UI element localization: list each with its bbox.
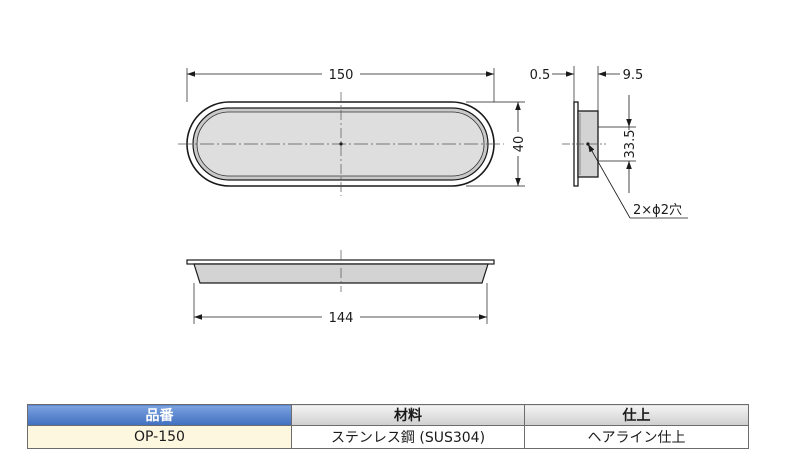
- side-view: 0.5 9.5 33.5 2×ϕ2穴: [530, 66, 688, 219]
- dim-body-width: 144: [329, 311, 354, 326]
- cell-finish: ヘアライン仕上: [524, 425, 749, 449]
- header-material: 材料: [291, 404, 525, 426]
- technical-drawing: 150 40 0.5 9.5 33.5 2×ϕ2穴: [178, 66, 688, 326]
- leader-line: [587, 143, 631, 219]
- spec-table: 品番 材料 仕上 OP-150 ステンレス鋼 (SUS304) ヘアライン仕上: [27, 404, 749, 449]
- header-part-number: 品番: [27, 404, 292, 426]
- dim-depth: 9.5: [623, 68, 644, 83]
- table-row: OP-150 ステンレス鋼 (SUS304) ヘアライン仕上: [27, 425, 749, 449]
- cell-part-number: OP-150: [27, 425, 292, 449]
- hole-note: 2×ϕ2穴: [633, 203, 682, 218]
- header-finish: 仕上: [524, 404, 749, 426]
- dim-flange-thickness: 0.5: [530, 68, 551, 83]
- front-view: 150 40: [178, 68, 527, 196]
- bottom-view: 144: [186, 250, 495, 326]
- dim-hole-pitch: 33.5: [623, 130, 638, 159]
- cell-material: ステンレス鋼 (SUS304): [291, 425, 525, 449]
- center-mark: [339, 142, 343, 146]
- dim-overall-width: 150: [329, 68, 354, 83]
- spec-header-row: 品番 材料 仕上: [27, 404, 749, 426]
- dim-height: 40: [512, 136, 527, 153]
